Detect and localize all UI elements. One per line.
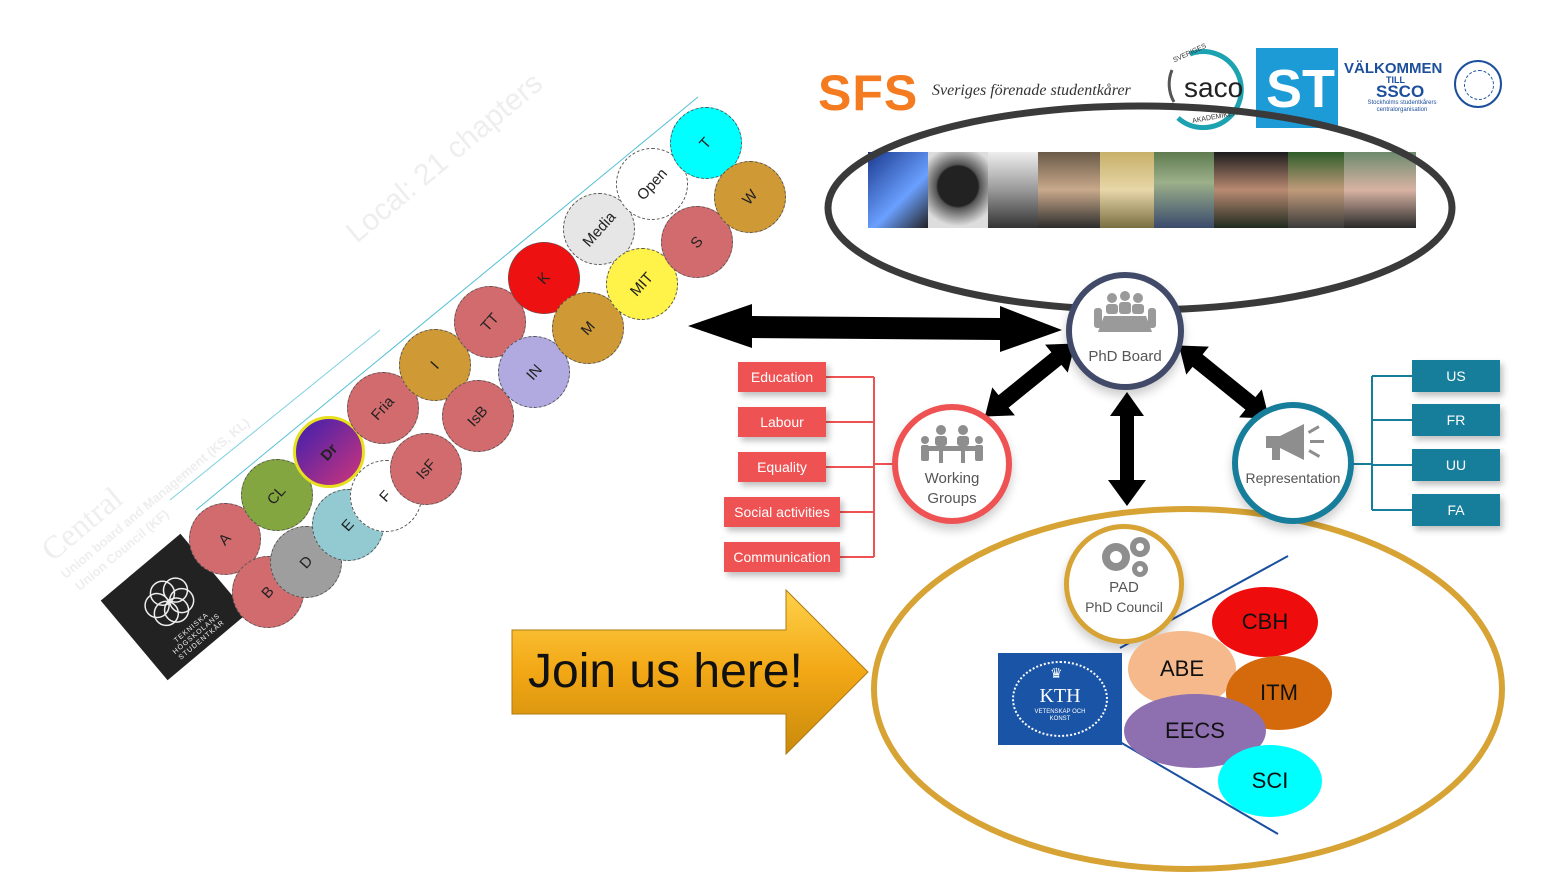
- ssco-line1: VÄLKOMMEN: [1344, 60, 1443, 77]
- sfs-name: Sveriges förenade studentkårer: [932, 82, 1131, 99]
- member-photo: [1154, 152, 1214, 228]
- ssco-seal-icon: [1454, 60, 1502, 108]
- kth-logo: ♛ KTH VETENSKAP OCH KONST: [998, 653, 1122, 745]
- pad-abbr: PAD: [1109, 579, 1139, 596]
- school-cbh[interactable]: CBH: [1212, 587, 1318, 657]
- wg-item-social-activities[interactable]: Social activities: [724, 497, 840, 527]
- board-wg-arrow: [984, 343, 1076, 417]
- sfs-logo: SFS Sveriges förenade studentkårer: [818, 65, 1148, 121]
- sfs-abbr: SFS: [818, 65, 919, 121]
- ssco-line2: TILL: [1386, 75, 1405, 85]
- council-ellipse: [871, 506, 1505, 872]
- kth-sub: VETENSKAP OCH KONST: [1034, 709, 1086, 722]
- wg-item-labour[interactable]: Labour: [738, 407, 826, 437]
- ssco-line3: SSCO: [1376, 82, 1425, 101]
- saco-logo: SVERIGES saco AKADEMIKER: [1160, 43, 1252, 131]
- member-photo: [1344, 152, 1416, 228]
- member-photo: [1038, 152, 1100, 228]
- rep-item-uu[interactable]: UU: [1412, 449, 1500, 481]
- saco-name: saco: [1184, 72, 1244, 103]
- ssco-sub: Stockholms studentkårers centralorganisa…: [1367, 100, 1437, 113]
- ths-board-arrow: [688, 304, 1062, 352]
- member-photo: [1100, 152, 1154, 228]
- kth-crown-icon: ♛: [1050, 665, 1063, 681]
- ssco-logo: VÄLKOMMEN TILL SSCO Stockholms studentkå…: [1344, 60, 1504, 120]
- phd-council-label: PhD Council: [1085, 599, 1163, 615]
- join-us-label[interactable]: Join us here!: [528, 645, 803, 698]
- member-photo: [868, 152, 928, 228]
- team-table-icon: [921, 425, 983, 463]
- working-groups-node[interactable]: Working Groups: [892, 404, 1012, 524]
- join-arrow-shape: [511, 588, 869, 756]
- board-rep-arrow: [1178, 345, 1270, 419]
- megaphone-icon: [1266, 424, 1324, 460]
- st-logo: ST: [1256, 48, 1338, 128]
- member-photo: [928, 152, 988, 228]
- phd-board-node[interactable]: PhD Board: [1066, 272, 1184, 390]
- member-photo: [1214, 152, 1288, 228]
- working-groups-label-1: Working: [924, 470, 980, 487]
- rep-item-us[interactable]: US: [1412, 360, 1500, 392]
- wg-item-education[interactable]: Education: [738, 362, 826, 392]
- member-photo: [1288, 152, 1344, 228]
- wg-item-communication[interactable]: Communication: [724, 542, 840, 572]
- school-sci[interactable]: SCI: [1218, 745, 1322, 817]
- wg-item-equality[interactable]: Equality: [738, 452, 826, 482]
- rep-item-fa[interactable]: FA: [1412, 494, 1500, 526]
- phd-council-node[interactable]: PAD PhD Council: [1064, 524, 1184, 644]
- representation-node[interactable]: Representation: [1232, 402, 1354, 524]
- meeting-icon: [1094, 291, 1156, 332]
- board-council-arrow: [1108, 392, 1146, 506]
- representation-label: Representation: [1245, 470, 1341, 486]
- member-photo: [988, 152, 1038, 228]
- kth-name: KTH: [1039, 685, 1081, 707]
- rep-item-fr[interactable]: FR: [1412, 404, 1500, 436]
- st-name: ST: [1266, 59, 1336, 119]
- phd-board-label: PhD Board: [1088, 348, 1162, 365]
- gears-icon: [1102, 537, 1150, 577]
- working-groups-label-2: Groups: [927, 490, 977, 507]
